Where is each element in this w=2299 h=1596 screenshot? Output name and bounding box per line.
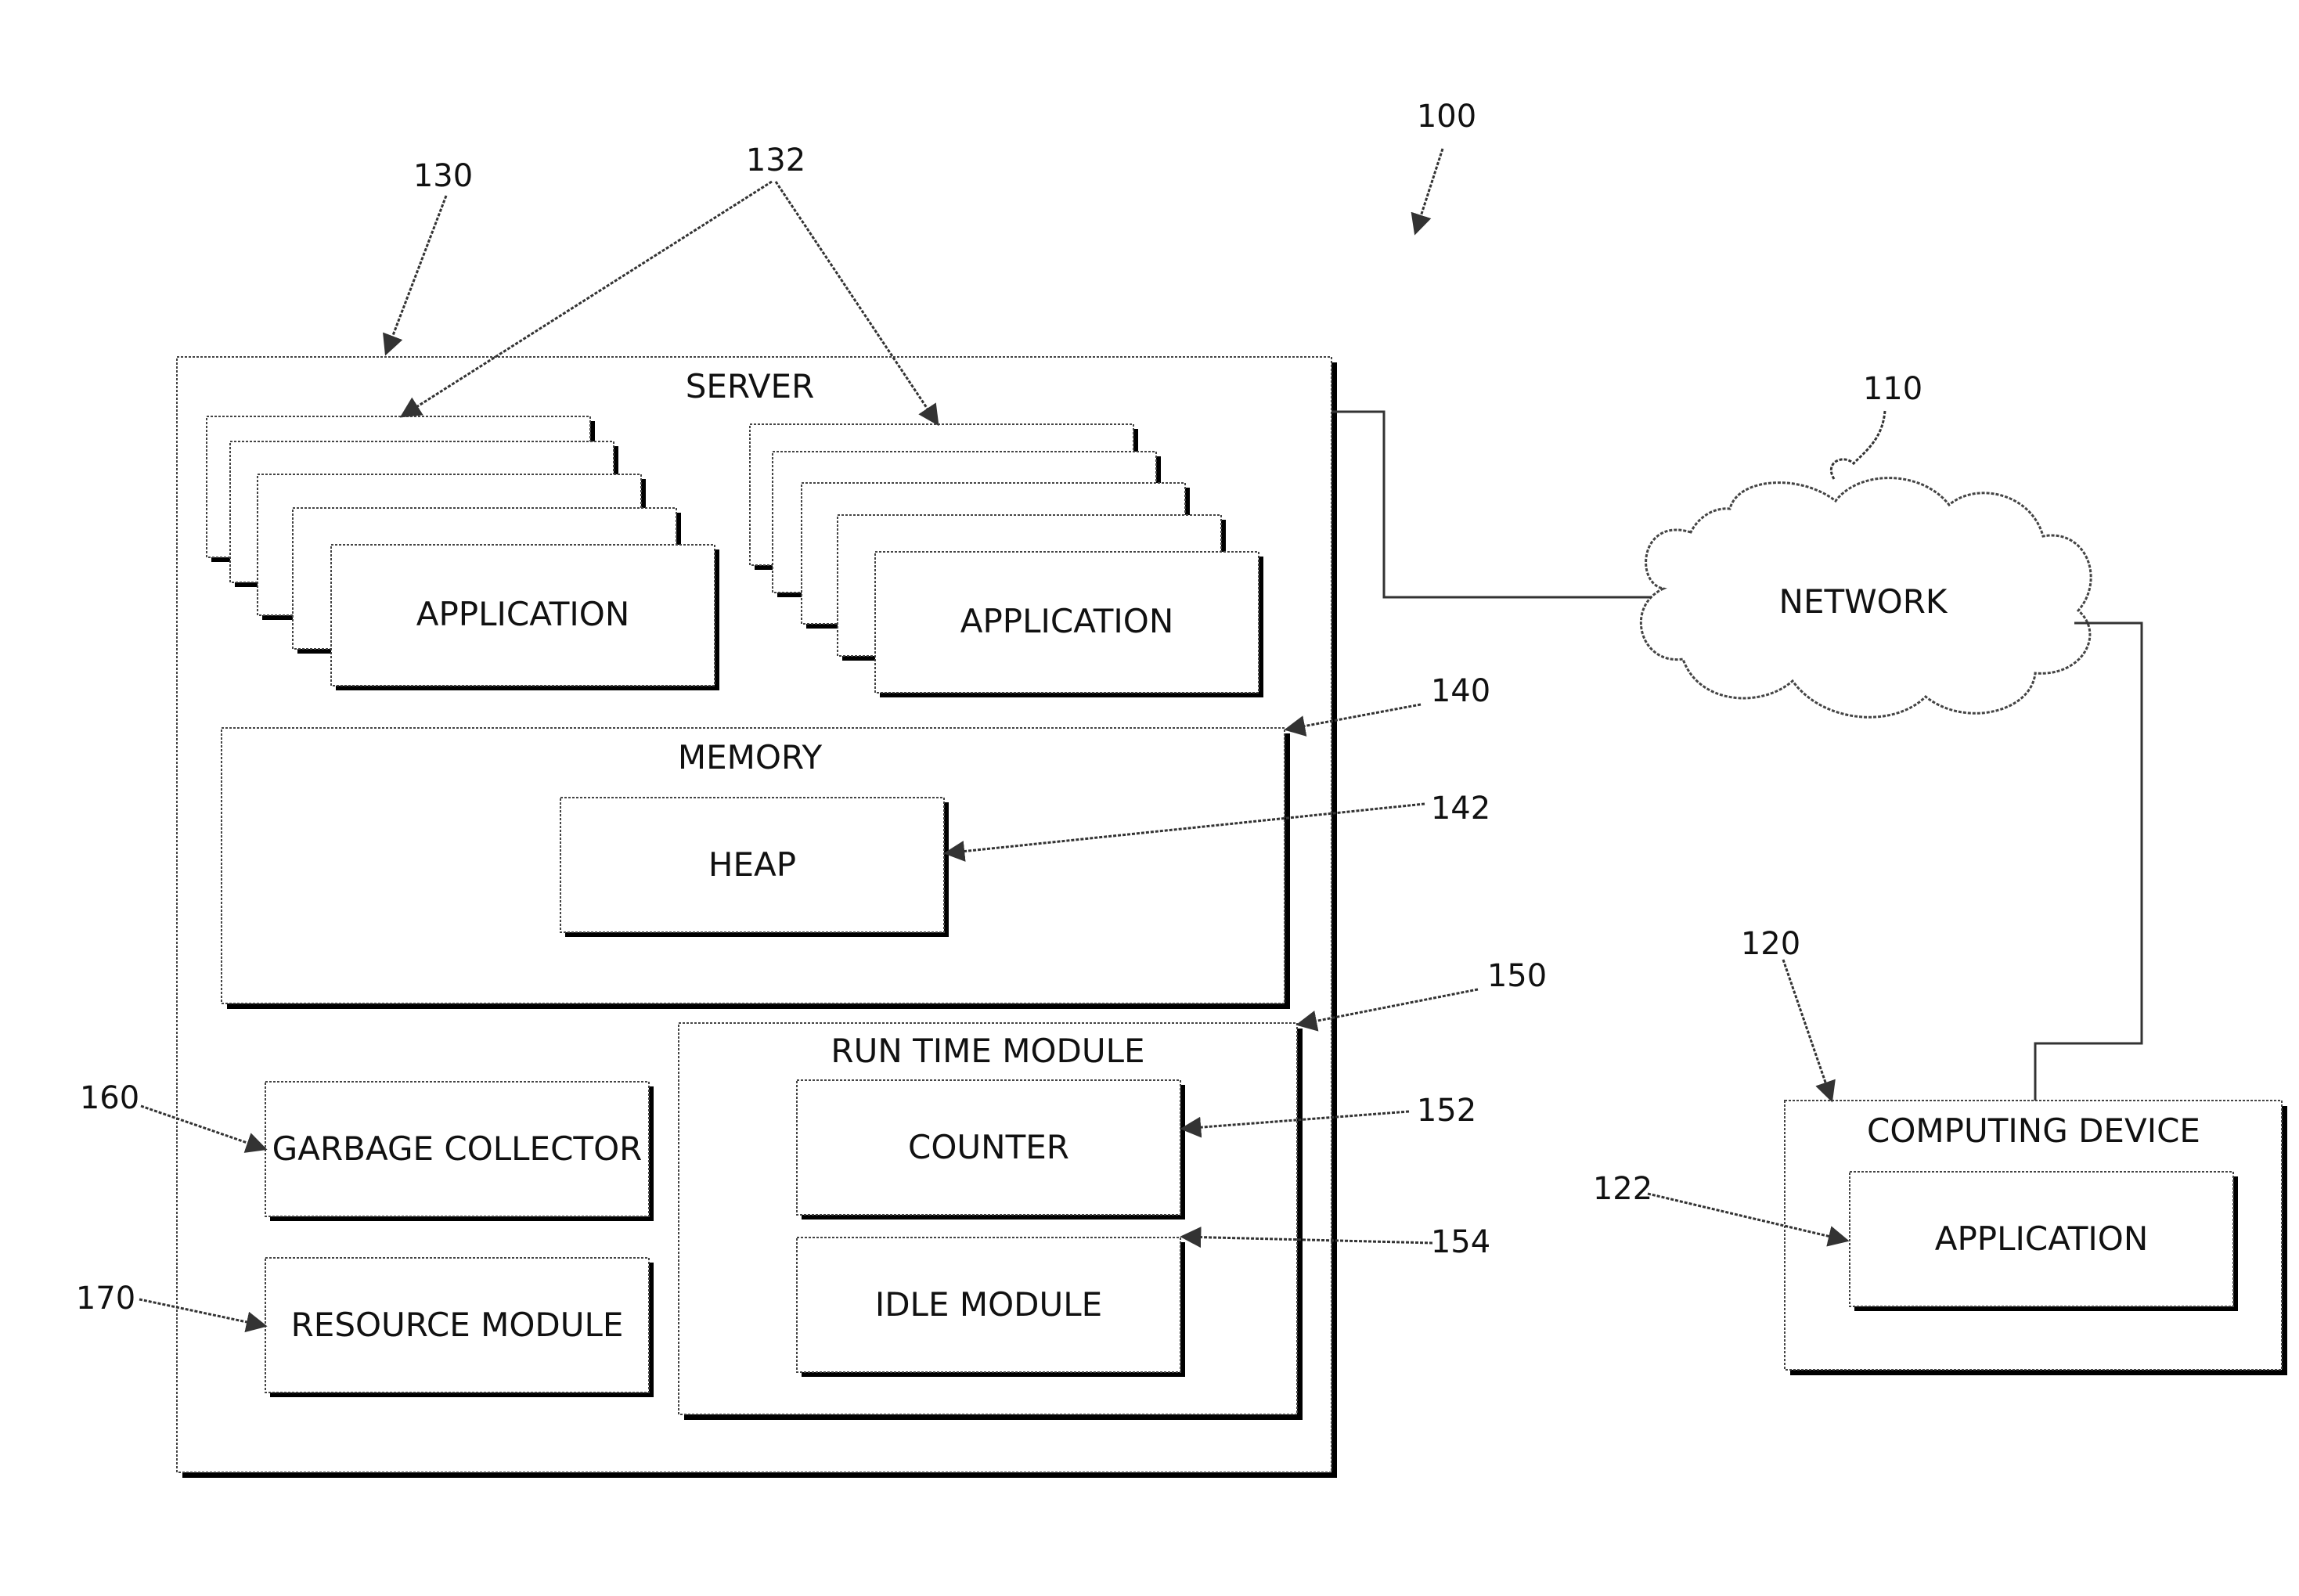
- garbage-collector-label: GARBAGE COLLECTOR: [272, 1129, 643, 1168]
- ref-100-arrow: [1415, 149, 1443, 233]
- application-right-label: APPLICATION: [960, 602, 1174, 640]
- ref-142: 142: [1431, 791, 1490, 827]
- ref-130: 130: [413, 158, 473, 194]
- ref-120: 120: [1741, 926, 1800, 962]
- ref-132: 132: [746, 142, 805, 178]
- server-network-connection: [1331, 412, 1652, 597]
- ref-120-arrow: [1783, 960, 1832, 1101]
- ref-154: 154: [1431, 1224, 1490, 1260]
- memory-title: MEMORY: [678, 738, 823, 776]
- ref-170: 170: [76, 1281, 135, 1317]
- network-ref-squiggle: [1831, 411, 1885, 479]
- ref-110: 110: [1863, 371, 1922, 407]
- heap-label: HEAP: [708, 845, 796, 884]
- counter-label: COUNTER: [908, 1128, 1069, 1166]
- ref-140: 140: [1431, 673, 1490, 709]
- resource-module-label: RESOURCE MODULE: [291, 1306, 624, 1344]
- ref-122: 122: [1593, 1171, 1652, 1207]
- network-device-connection: [2035, 623, 2142, 1101]
- server-title: SERVER: [686, 367, 815, 405]
- ref-150: 150: [1487, 958, 1547, 994]
- ref-100: 100: [1417, 99, 1476, 135]
- run-time-module-title: RUN TIME MODULE: [831, 1032, 1144, 1070]
- application-left-label: APPLICATION: [416, 595, 630, 633]
- ref-152: 152: [1417, 1093, 1476, 1129]
- network-label: NETWORK: [1779, 582, 1948, 621]
- idle-module-label: IDLE MODULE: [875, 1285, 1102, 1324]
- ref-160: 160: [80, 1080, 139, 1116]
- computing-device-title: COMPUTING DEVICE: [1867, 1111, 2200, 1150]
- ref-130-arrow: [386, 196, 446, 354]
- device-application-label: APPLICATION: [1935, 1220, 2149, 1258]
